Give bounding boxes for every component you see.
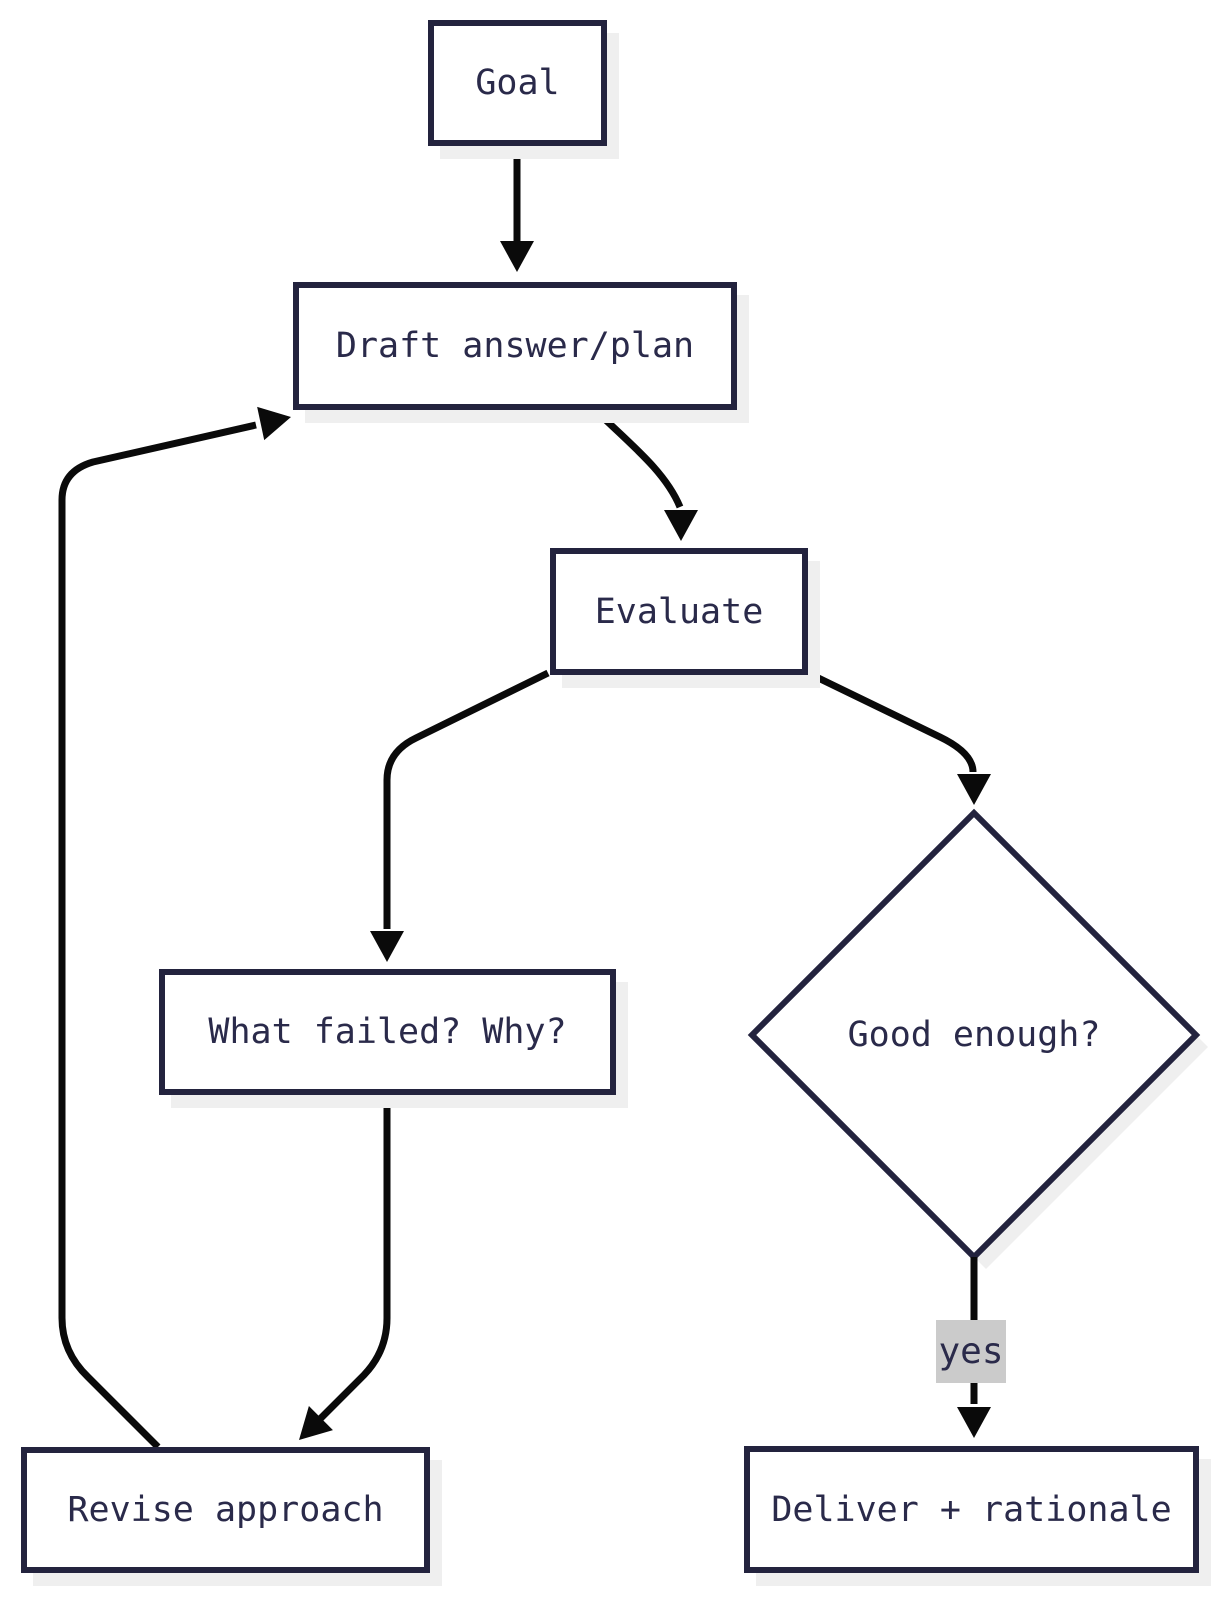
edge-goal-to-draft-arrowhead [500,241,534,272]
edge-evaluate-to-what-failed-arrowhead [370,931,404,962]
node-goal: Goal [428,20,607,146]
edge-evaluate-to-good-enough-arrowhead [957,774,991,805]
node-revise-approach: Revise approach [21,1447,430,1573]
node-evaluate: Evaluate [550,548,808,675]
node-evaluate-label: Evaluate [594,591,764,632]
node-what-failed-why-label: What failed? Why? [208,1012,567,1052]
node-good-enough-shape [747,808,1208,1269]
node-deliver-rationale-label: Deliver + rationale [771,1489,1172,1530]
edge-what-failed-to-revise-arrowhead [299,1406,333,1440]
edge-good-enough-to-deliver-arrowhead [957,1407,991,1438]
node-good-enough-label: Good enough? [847,1015,1101,1055]
edge-goal-to-draft [500,146,534,272]
edge-evaluate-to-what-failed [370,669,550,962]
edge-label-yes: yes [936,1320,1006,1383]
node-revise-approach-label: Revise approach [67,1490,384,1530]
edge-evaluate-to-good-enough [806,669,991,805]
edge-revise-to-draft-arrowhead [257,406,291,441]
node-draft-answer-plan-label: Draft answer/plan [335,326,695,366]
edge-draft-to-evaluate-arrowhead [664,510,698,541]
node-deliver-rationale: Deliver + rationale [744,1446,1199,1573]
edge-revise-to-draft [58,406,291,1450]
node-what-failed-why: What failed? Why? [159,969,616,1095]
node-draft-answer-plan: Draft answer/plan [293,282,737,410]
edge-draft-to-evaluate [592,407,698,541]
node-goal-label: Goal [475,63,560,103]
edge-what-failed-to-revise [299,1095,391,1440]
